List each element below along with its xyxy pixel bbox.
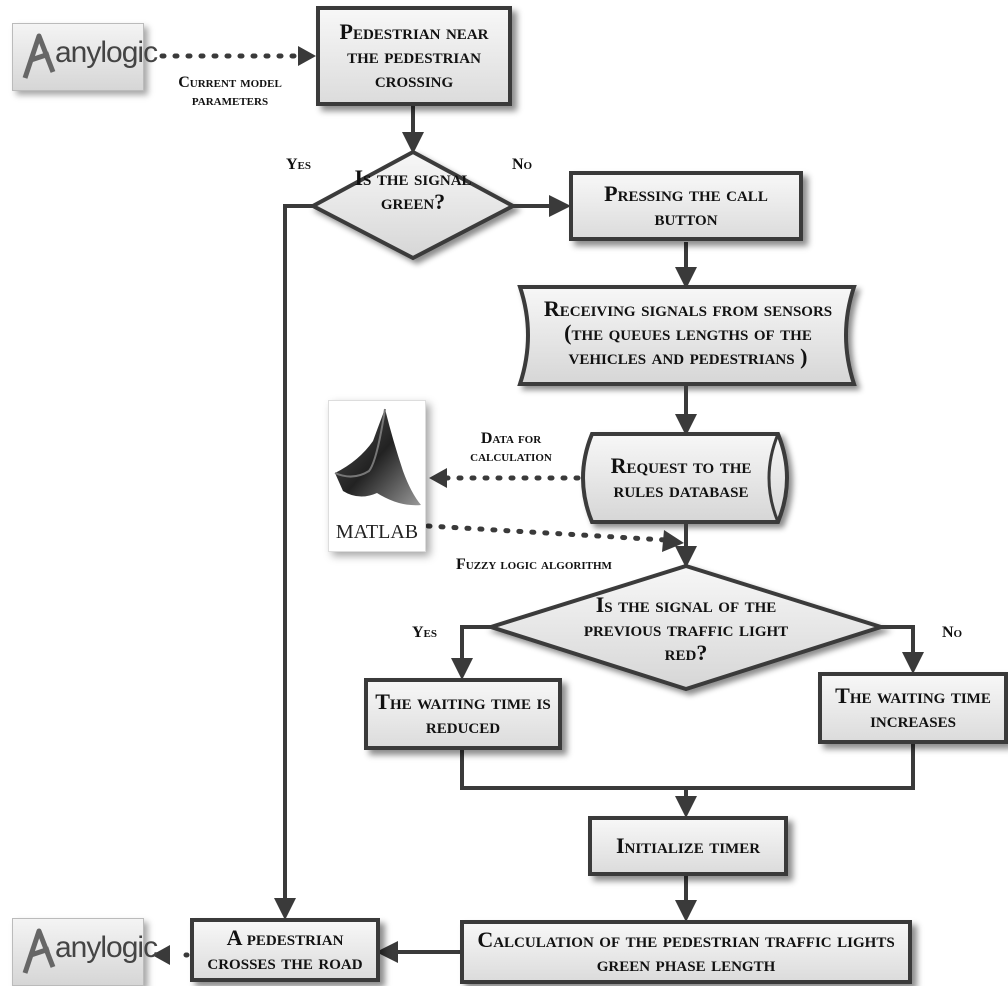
- anylogic-wordmark: anylogic: [55, 36, 158, 69]
- sensors-text: Receiving signals from sensors (the queu…: [543, 296, 833, 369]
- node-pedestrian-crosses-road: A pedestrian crosses the road: [190, 918, 380, 982]
- label-data-for-calculation: Data for calculation: [470, 430, 552, 465]
- anylogic-mark-icon: [22, 33, 56, 79]
- node-calculation-green-phase: Calculation of the pedestrian traffic li…: [460, 920, 912, 984]
- anylogic-logo-bottom: anylogic: [12, 918, 158, 986]
- anylogic-logo-top: anylogic: [12, 23, 158, 91]
- node-initialize-timer: Initialize timer: [588, 816, 788, 876]
- label-no-signal-green: No: [512, 156, 533, 173]
- node-pressing-call-button: Pressing the call button: [569, 171, 803, 241]
- decision-previous-red-text: Is the signal of the previous traffic li…: [583, 592, 789, 665]
- anylogic-wordmark: anylogic: [55, 931, 158, 964]
- decision-signal-green-diamond: [308, 149, 518, 261]
- label-current-model-parameters: Current model parameters: [178, 74, 282, 109]
- label-no-previous-red: No: [942, 624, 963, 641]
- label-yes-previous-red: Yes: [412, 624, 438, 641]
- label-fuzzy-logic-algorithm: Fuzzy logic algorithm: [456, 556, 612, 573]
- sensors-document-shape: [517, 285, 857, 386]
- node-waiting-time-increases: The waiting time increases: [818, 672, 1008, 744]
- matlab-logo: MATLAB: [328, 400, 426, 552]
- decision-previous-red-diamond: [484, 563, 888, 692]
- database-text: Request to the rules database: [610, 453, 752, 502]
- matlab-membrane-icon: [334, 408, 421, 506]
- matlab-wordmark: MATLAB: [335, 521, 419, 543]
- decision-signal-green-text: Is the signal green?: [354, 165, 472, 214]
- node-waiting-time-reduced: The waiting time is reduced: [364, 678, 562, 750]
- label-yes-signal-green: Yes: [286, 156, 312, 173]
- anylogic-mark-icon: [22, 928, 56, 974]
- node-pedestrian-near-crossing: Pedestrian near the pedestrian crossing: [316, 6, 512, 106]
